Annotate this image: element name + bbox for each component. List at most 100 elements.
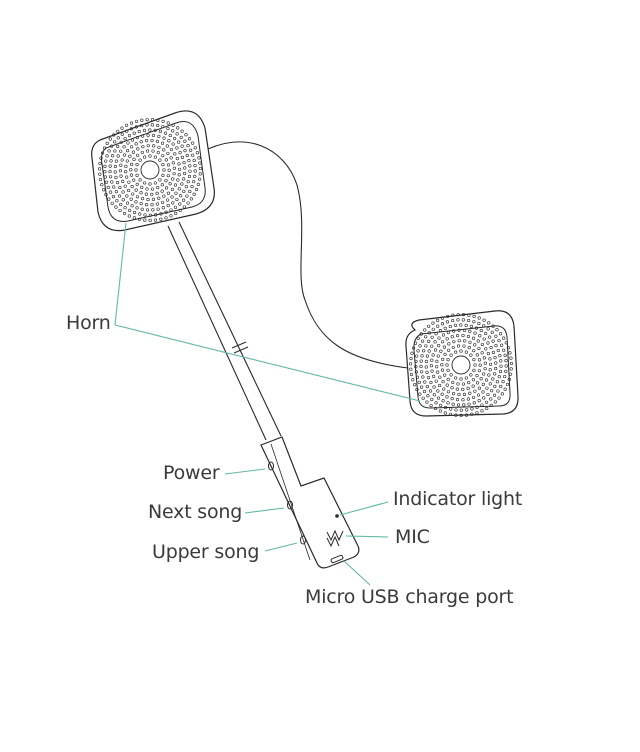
grille-hole — [131, 192, 135, 196]
grille-hole — [461, 398, 465, 402]
grille-hole — [126, 141, 130, 145]
grille-hole — [159, 212, 163, 216]
grille-hole — [489, 345, 493, 350]
grille-hole — [161, 206, 165, 210]
grille-hole — [160, 189, 164, 193]
grille-hole — [497, 396, 501, 400]
grille-hole — [475, 381, 480, 385]
boom-arm — [167, 221, 282, 441]
grille-hole — [176, 126, 180, 130]
grille-hole — [161, 119, 165, 123]
grille-hole — [459, 377, 463, 381]
grille-hole — [464, 413, 469, 417]
leader-horn-lower — [114, 324, 421, 402]
grille-hole — [175, 132, 179, 136]
grille-hole — [129, 197, 133, 201]
grille-hole — [196, 182, 200, 186]
grille-hole — [425, 400, 429, 404]
grille-hole — [476, 393, 481, 397]
grille-hole — [145, 123, 149, 127]
grille-hole — [140, 118, 144, 122]
grille-hole — [430, 397, 434, 402]
grille-hole — [434, 332, 438, 336]
grille-hole — [443, 326, 447, 330]
grille-hole — [197, 177, 202, 181]
grille-hole — [495, 328, 499, 332]
grille-hole — [187, 174, 192, 179]
grille-hole — [171, 201, 175, 205]
grille-hole — [504, 341, 508, 345]
grille-hole — [488, 382, 492, 386]
grille-hole — [166, 126, 170, 131]
grille-hole — [419, 385, 424, 389]
grille-hole — [119, 149, 123, 153]
grille-hole — [498, 369, 503, 374]
grille-hole — [452, 340, 456, 344]
grille-hole — [504, 364, 508, 368]
grille-hole — [424, 365, 428, 369]
grille-hole — [167, 139, 171, 143]
grille-hole — [441, 340, 445, 344]
grille-hole — [418, 344, 422, 348]
grille-hole — [182, 161, 186, 165]
grille-hole — [194, 187, 199, 192]
grille-hole — [457, 392, 461, 397]
grille-hole — [436, 389, 440, 393]
grille-hole — [114, 159, 118, 163]
grille-hole — [429, 380, 433, 385]
label-horn: Horn — [66, 312, 111, 334]
grille-hole — [171, 123, 175, 127]
grille-hole — [490, 389, 494, 393]
grille-hole — [471, 336, 476, 340]
grille-hole — [151, 149, 155, 153]
grille-hole — [503, 387, 507, 391]
grille-hole — [472, 395, 476, 400]
grille-hole — [140, 123, 144, 128]
grille-hole — [180, 144, 184, 148]
grille-hole — [135, 173, 139, 177]
grille-hole — [166, 191, 170, 195]
grille-hole — [162, 194, 166, 198]
grille-hole — [454, 408, 458, 412]
grille-hole — [198, 172, 202, 176]
grille-hole — [497, 338, 501, 343]
grille-hole — [477, 386, 482, 390]
grille-hole — [462, 328, 467, 332]
grille-hole — [171, 161, 175, 165]
grille-hole — [100, 151, 105, 155]
grille-hole — [445, 363, 449, 367]
grille-hole — [435, 359, 439, 363]
grille-hole — [421, 396, 425, 400]
grille-hole — [468, 391, 472, 395]
grille-hole — [157, 196, 161, 200]
grille-hole — [195, 151, 199, 155]
grille-hole — [445, 337, 449, 341]
grille-hole — [186, 201, 190, 205]
grille-hole — [124, 164, 128, 168]
grille-hole — [416, 349, 420, 353]
grille-hole — [494, 334, 498, 338]
grille-hole — [114, 205, 118, 209]
grille-hole — [486, 327, 490, 331]
grille-hole — [166, 204, 170, 208]
grille-hole — [182, 189, 186, 193]
grille-hole — [447, 348, 451, 352]
grille-hole — [148, 182, 152, 186]
grille-hole — [491, 377, 495, 381]
grille-hole — [172, 172, 176, 176]
grille-hole — [456, 318, 460, 322]
grille-hole — [118, 169, 123, 173]
grille-hole — [192, 192, 196, 196]
grille-hole — [440, 322, 445, 326]
grille-hole — [130, 184, 134, 189]
grille-hole — [437, 336, 441, 340]
grille-hole — [488, 357, 492, 361]
grille-hole — [156, 185, 160, 190]
grille-hole — [419, 332, 423, 336]
grille-hole — [499, 364, 503, 368]
grille-hole — [148, 128, 152, 132]
grille-hole — [467, 318, 471, 323]
grille-hole — [489, 403, 493, 407]
grille-hole — [167, 168, 171, 172]
